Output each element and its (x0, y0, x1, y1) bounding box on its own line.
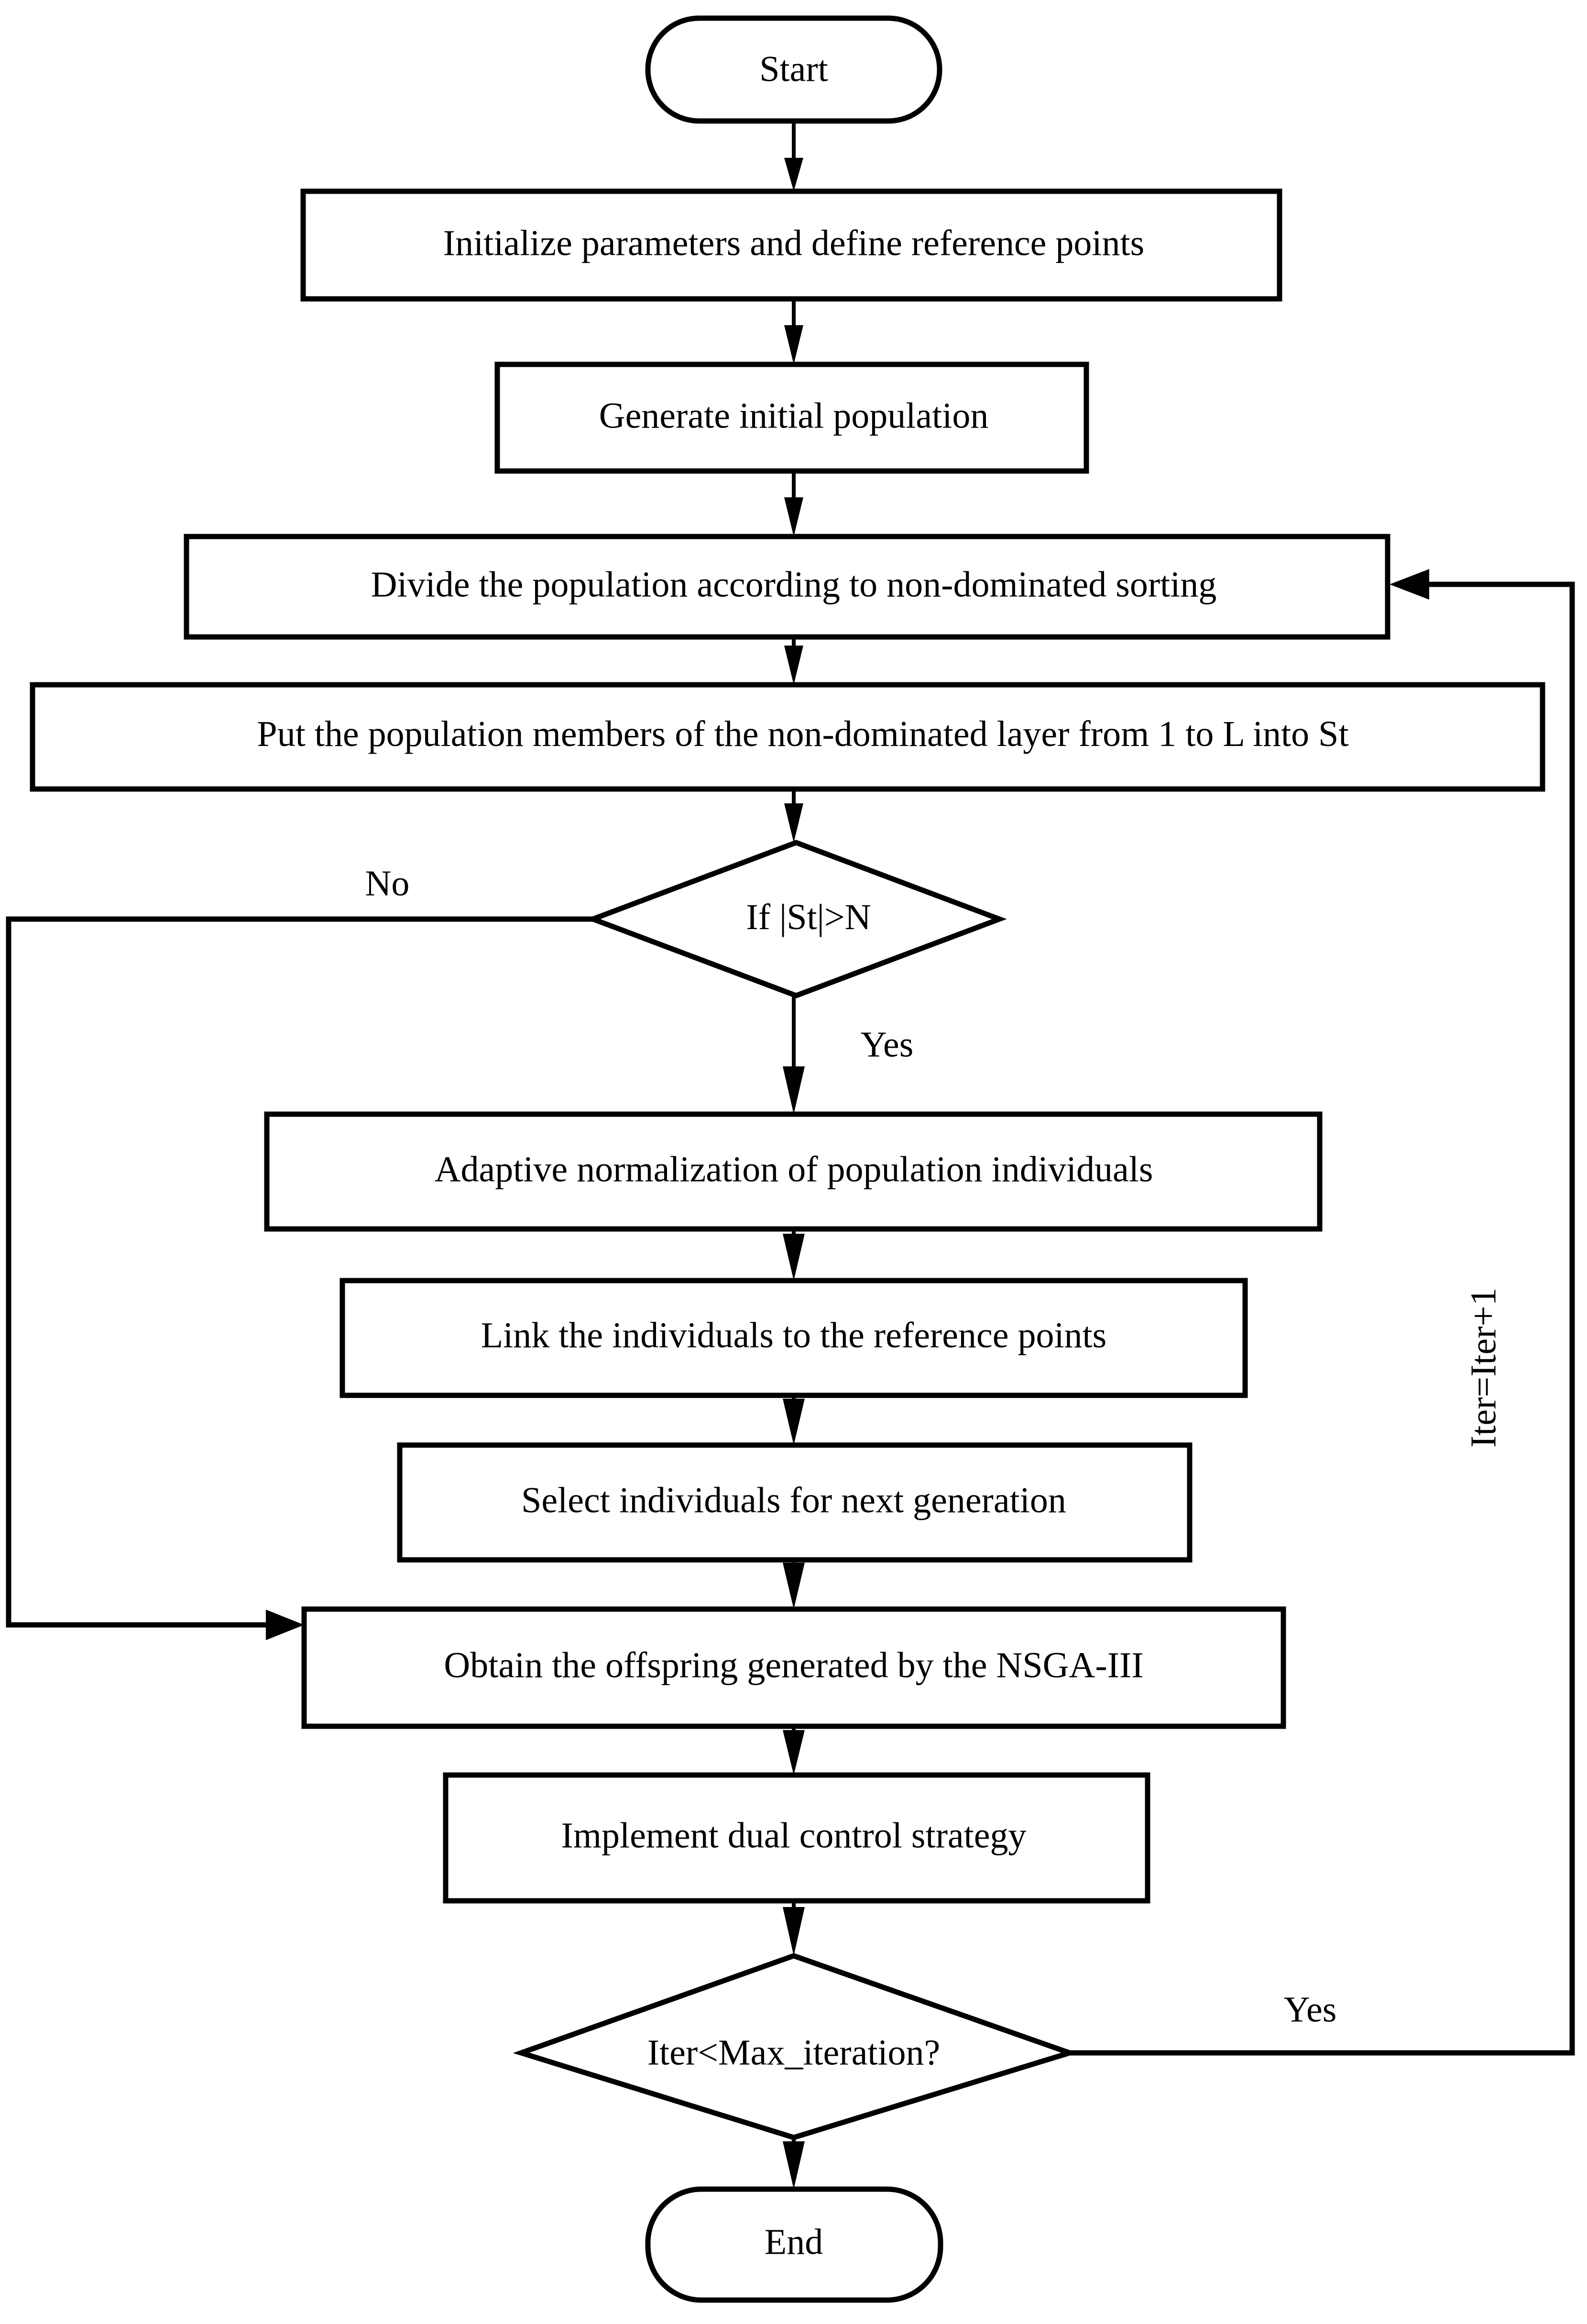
node-end[interactable]: End (645, 2186, 943, 2303)
edge-label-yes-decision1: Yes (861, 1024, 914, 1064)
node-put-population-members-label: Put the population members of the non-do… (175, 714, 1412, 754)
edge-generate-to-divide (784, 471, 803, 537)
node-divide-population-label: Divide the population according to non-d… (371, 564, 1217, 604)
node-start[interactable]: Start (645, 15, 942, 124)
put-text-italic-St: St (1318, 714, 1348, 754)
edge-decision2-yes-branch (1070, 569, 1575, 2056)
node-end-label: End (765, 2222, 823, 2262)
decision1-part3: |> (817, 897, 845, 937)
edge-dual-to-decision2 (783, 1901, 805, 1956)
node-decision-iteration-label: Iter<Max_iteration? (647, 2032, 941, 2072)
edge-init-to-generate (784, 299, 803, 364)
node-put-population-members[interactable]: Put the population members of the non-do… (30, 682, 1545, 792)
node-link-individuals-label: Link the individuals to the reference po… (481, 1315, 1107, 1355)
node-decision-st-greater-n-label: If |St|>N (664, 897, 934, 937)
edge-start-to-init (784, 121, 803, 191)
node-divide-population[interactable]: Divide the population according to non-d… (184, 534, 1390, 640)
node-adaptive-normalization-label: Adaptive normalization of population ind… (435, 1149, 1153, 1189)
node-implement-dual-control-label: Implement dual control strategy (561, 1815, 1027, 1855)
node-generate-population-label: Generate initial population (599, 395, 989, 436)
node-start-label: Start (759, 49, 828, 89)
decision1-part1: If | (746, 897, 787, 937)
edge-select-to-offspring (783, 1560, 805, 1609)
node-decision-st-greater-n[interactable]: If |St|>N (585, 840, 1007, 998)
put-text-italic-L: L (1223, 714, 1244, 754)
edge-divide-to-put (784, 637, 803, 685)
edge-link-to-select (783, 1395, 805, 1445)
edge-decision1-yes-branch (783, 996, 805, 1114)
edge-normalize-to-link (783, 1229, 805, 1281)
decision1-italic-St: St (787, 897, 817, 937)
put-text-part1: Put the population members of the non-do… (257, 714, 1223, 754)
edge-decision2-to-end (783, 2138, 805, 2189)
node-select-individuals-label: Select individuals for next generation (521, 1480, 1066, 1520)
edge-offspring-to-dual (783, 1726, 805, 1775)
decision1-italic-N: N (845, 897, 871, 937)
node-obtain-offspring[interactable]: Obtain the offspring generated by the NS… (301, 1606, 1286, 1729)
edge-label-yes-decision2: Yes (1284, 1989, 1337, 2029)
node-initialize-parameters[interactable]: Initialize parameters and define referen… (300, 188, 1282, 302)
node-adaptive-normalization[interactable]: Adaptive normalization of population ind… (264, 1111, 1323, 1232)
node-select-individuals[interactable]: Select individuals for next generation (397, 1442, 1193, 1563)
node-decision-iteration[interactable]: Iter<Max_iteration? (513, 1953, 1078, 2140)
node-link-individuals[interactable]: Link the individuals to the reference po… (339, 1278, 1248, 1398)
edge-label-no: No (365, 863, 410, 903)
node-initialize-parameters-label: Initialize parameters and define referen… (443, 223, 1144, 263)
put-text-part3: into (1244, 714, 1318, 754)
edge-decision1-no-branch (6, 916, 593, 1640)
node-obtain-offspring-label: Obtain the offspring generated by the NS… (444, 1645, 1143, 1685)
node-generate-population[interactable]: Generate initial population (494, 362, 1089, 474)
edge-put-to-decision1 (784, 789, 803, 843)
node-implement-dual-control[interactable]: Implement dual control strategy (443, 1772, 1150, 1904)
edge-label-iteration-counter: Iter=Iter+1 (1463, 1288, 1503, 1448)
